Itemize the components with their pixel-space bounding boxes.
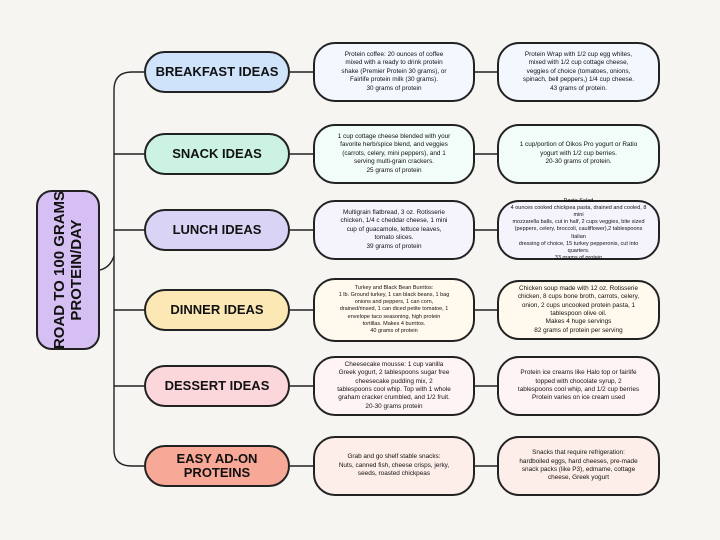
idea-dessert-2: Protein ice creams like Halo top or fair… bbox=[497, 356, 660, 416]
category-breakfast: BREAKFAST IDEAS bbox=[144, 51, 290, 93]
root-topic: ROAD TO 100 GRAMS PROTEIN/DAY bbox=[36, 190, 100, 350]
idea-snack-2: 1 cup/portion of Oikos Pro yogurt or Rat… bbox=[497, 124, 660, 184]
idea-easy-add-on-1: Grab and go shelf stable snacks: Nuts, c… bbox=[313, 436, 475, 496]
idea-easy-add-on-2: Snacks that require refrigeration: hardb… bbox=[497, 436, 660, 496]
idea-dinner-2: Chicken soup made with 12 oz. Rotisserie… bbox=[497, 280, 660, 340]
category-lunch: LUNCH IDEAS bbox=[144, 209, 290, 251]
category-dessert: DESSERT IDEAS bbox=[144, 365, 290, 407]
idea-dessert-1: Cheesecake mousse: 1 cup vanilla Greek y… bbox=[313, 356, 475, 416]
category-dinner: DINNER IDEAS bbox=[144, 289, 290, 331]
idea-dinner-1: Turkey and Black Bean Burritos: 1 lb. Gr… bbox=[313, 278, 475, 342]
idea-lunch-1: Multigrain flatbread, 3 oz. Rotisserie c… bbox=[313, 200, 475, 260]
idea-snack-1: 1 cup cottage cheese blended with your f… bbox=[313, 124, 475, 184]
root-label: ROAD TO 100 GRAMS PROTEIN/DAY bbox=[51, 190, 85, 350]
root-bracket bbox=[99, 71, 144, 271]
category-snack: SNACK IDEAS bbox=[144, 133, 290, 175]
idea-breakfast-2: Protein Wrap with 1/2 cup egg whites, mi… bbox=[497, 42, 660, 102]
idea-lunch-2: Pasta Salad 4 ounces cooked chickpea pas… bbox=[497, 198, 660, 261]
category-easy-add-on-proteins: EASY AD-ON PROTEINS bbox=[144, 445, 290, 487]
idea-breakfast-1: Protein coffee: 20 ounces of coffee mixe… bbox=[313, 42, 475, 102]
